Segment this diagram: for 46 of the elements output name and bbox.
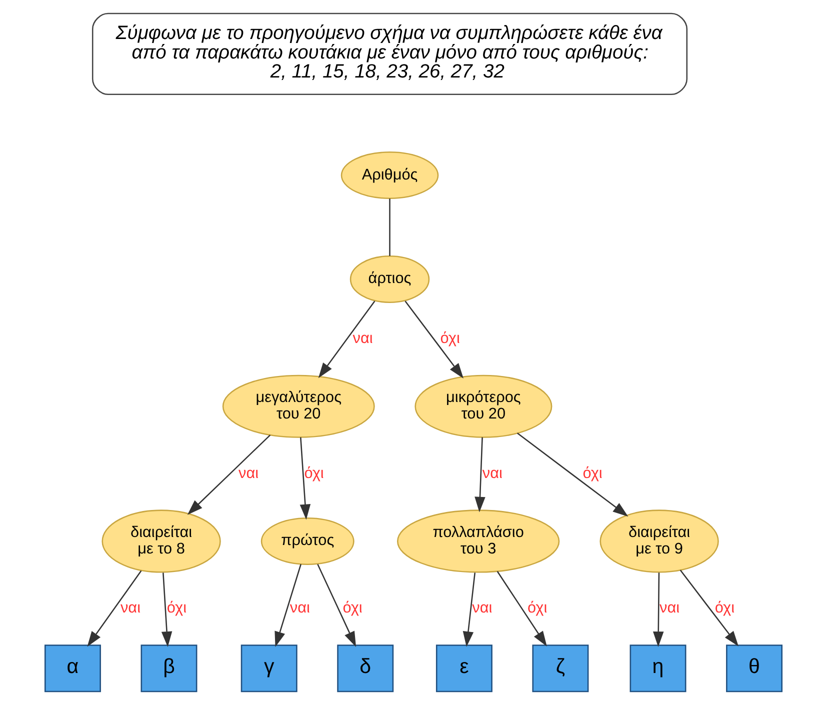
node-ellipse: πολλαπλάσιο του 3 (396, 510, 560, 573)
node-box: ζ (532, 644, 588, 692)
arrow (160, 572, 172, 647)
arrow (299, 437, 310, 520)
node-ellipse: άρτιος (349, 255, 430, 303)
node-ellipse: πρώτος (260, 517, 354, 565)
node-ellipse: διαιρείται με το 9 (599, 510, 718, 573)
node-box: β (140, 644, 197, 692)
edge-label: ναι (352, 330, 372, 347)
node-box: γ (240, 644, 297, 692)
node-box: η (629, 644, 686, 692)
node-box: δ (336, 644, 394, 692)
arrow (474, 437, 485, 512)
arrow (462, 572, 476, 647)
node-ellipse: διαιρείται με το 8 (101, 510, 220, 573)
edge-label: ναι (472, 600, 492, 617)
arrow (274, 564, 302, 648)
node-ellipse: μεγαλύτερος του 20 (222, 374, 374, 438)
arrow (652, 572, 664, 647)
node-box: Σύμφωνα με το προηγούμενο σχήμα να συμπληρώσετε κάθε ένα από τα παρακάτω κουτάκια με έναν μόνο από τους αριθμούς: 2, 11, 15, 18, 23, 26, 27, 32 (91, 12, 688, 96)
arrow (516, 432, 628, 517)
edge-label: ναι (289, 600, 310, 617)
arrow (496, 571, 546, 647)
edge-label: όχι (582, 464, 602, 482)
arrow (186, 434, 270, 515)
edge-label: ναι (120, 600, 140, 617)
edge-label: όχι (342, 600, 362, 617)
arrow (679, 570, 738, 646)
edge-label: ναι (482, 464, 502, 482)
edge-label: όχι (714, 600, 734, 617)
edge-label: όχι (440, 330, 460, 347)
arrow (318, 300, 375, 378)
edge-label: όχι (166, 600, 186, 617)
arrow (404, 300, 463, 379)
arrow (86, 570, 142, 647)
connector (388, 198, 390, 256)
node-box: α (44, 644, 100, 692)
node-ellipse: Αριθμός (340, 152, 438, 200)
node-box: ε (435, 644, 492, 692)
edge-label: ναι (659, 600, 680, 617)
edge-label: όχι (304, 464, 324, 482)
edge-label: ναι (238, 464, 258, 482)
edge-label: όχι (527, 600, 547, 617)
node-box: θ (726, 644, 782, 692)
node-ellipse: μικρότερος του 20 (414, 374, 552, 438)
arrow (316, 564, 356, 647)
